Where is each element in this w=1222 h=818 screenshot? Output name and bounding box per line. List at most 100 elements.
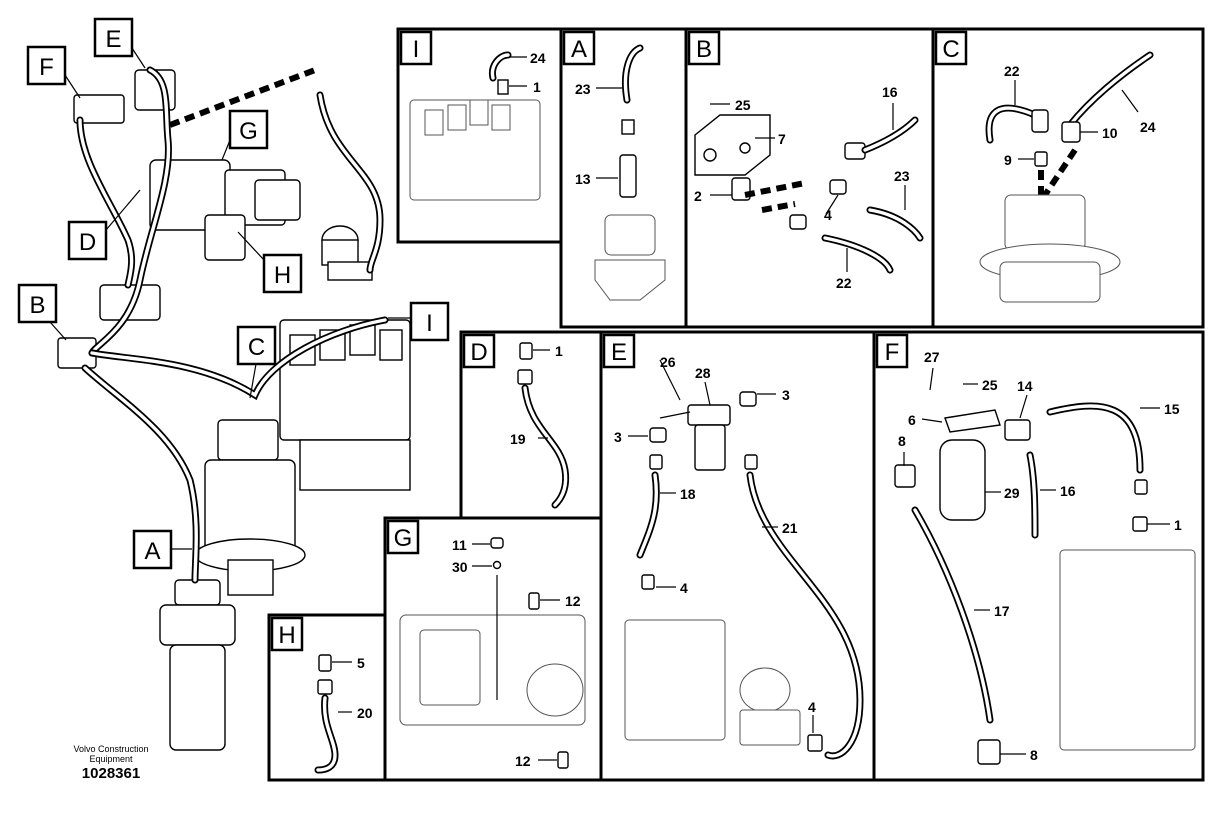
callout-b-7: 7 <box>778 131 786 147</box>
panel-f-frame <box>872 330 1205 782</box>
callout-g-12-upper: 12 <box>565 593 581 609</box>
callout-e-28: 28 <box>695 365 711 381</box>
callout-a-23: 23 <box>575 81 591 97</box>
overview-tag-b[interactable]: B <box>17 283 67 341</box>
valve-block-f <box>73 94 125 124</box>
overview-tag-f[interactable]: F <box>26 45 81 99</box>
callout-f-15: 15 <box>1164 401 1180 417</box>
callout-c-22: 22 <box>1004 63 1020 79</box>
panel-a: A 23 13 <box>562 30 666 301</box>
panel-f: F 27 25 14 15 6 8 29 <box>875 333 1196 765</box>
svg-text:D: D <box>470 339 487 366</box>
callout-b-2: 2 <box>694 188 702 204</box>
hydraulic-pump <box>99 159 301 321</box>
panel-i-tag: I <box>399 30 433 66</box>
callout-f-14: 14 <box>1017 378 1033 394</box>
svg-text:G: G <box>394 525 413 552</box>
overview-illustration <box>57 66 411 751</box>
svg-text:B: B <box>696 36 712 63</box>
callout-f-6: 6 <box>908 412 916 428</box>
overview-tag-a[interactable]: A <box>132 529 192 570</box>
callout-c-10: 10 <box>1102 125 1118 141</box>
panel-e: E 26 28 3 3 18 21 4 <box>602 333 864 760</box>
overview-tag-g[interactable]: G <box>221 109 269 161</box>
callout-e-4-upper: 4 <box>680 580 688 596</box>
callout-f-8-upper: 8 <box>898 433 906 449</box>
callout-e-4-lower: 4 <box>808 699 816 715</box>
callout-e-26: 26 <box>660 354 676 370</box>
callout-f-17: 17 <box>994 603 1010 619</box>
panel-h: H 5 20 <box>270 616 373 774</box>
callout-g-11: 11 <box>452 537 467 553</box>
callout-g-12-lower: 12 <box>515 753 531 769</box>
swivel-joint <box>159 579 236 751</box>
footer-block: Volvo Construction Equipment 1028361 <box>52 744 170 784</box>
callout-d-1: 1 <box>555 343 563 359</box>
accumulator <box>321 225 373 281</box>
callout-f-29: 29 <box>1004 485 1020 501</box>
callout-e-18: 18 <box>680 486 696 502</box>
panel-g: G 11 30 12 12 <box>386 519 586 769</box>
callout-i-24: 24 <box>530 50 546 66</box>
callout-i-1: 1 <box>533 79 541 95</box>
callout-b-16: 16 <box>882 84 898 100</box>
panel-i: I 24 1 <box>399 30 546 201</box>
panel-d: D 1 19 <box>462 333 570 509</box>
panel-h-tag: H <box>270 616 304 652</box>
svg-text:C: C <box>942 36 959 63</box>
callout-f-25: 25 <box>982 377 998 393</box>
panel-h-frame <box>267 613 387 782</box>
callout-h-5: 5 <box>357 655 365 671</box>
callout-c-24: 24 <box>1140 119 1156 135</box>
callout-f-1: 1 <box>1174 517 1182 533</box>
panel-b: B 25 7 16 2 23 4 22 <box>687 30 924 291</box>
company-name-line1: Volvo Construction <box>73 744 149 754</box>
panel-g-tag: G <box>386 519 420 555</box>
svg-text:B: B <box>29 292 45 319</box>
panel-d-tag: D <box>462 333 496 369</box>
callout-d-19: 19 <box>510 431 526 447</box>
svg-text:E: E <box>105 26 121 53</box>
svg-text:G: G <box>239 118 258 145</box>
panel-f-tag: F <box>875 333 909 369</box>
callout-g-30: 30 <box>452 559 468 575</box>
overview-tag-c[interactable]: C <box>236 325 277 399</box>
panel-e-tag: E <box>602 333 636 369</box>
company-name-line2: Equipment <box>89 754 133 764</box>
panel-c-tag: C <box>934 30 968 66</box>
svg-text:C: C <box>248 334 265 361</box>
callout-f-8-lower: 8 <box>1030 747 1038 763</box>
panel-c: C 22 24 10 9 <box>934 30 1156 303</box>
overview-tag-e[interactable]: E <box>93 17 146 69</box>
callout-e-3-left: 3 <box>614 429 622 445</box>
svg-text:E: E <box>611 339 627 366</box>
swing-motor <box>194 419 306 596</box>
svg-text:A: A <box>571 36 587 63</box>
panel-b-tag: B <box>687 30 721 66</box>
callout-a-13: 13 <box>575 171 591 187</box>
control-valve <box>279 319 411 491</box>
callout-b-22: 22 <box>836 275 852 291</box>
overview-tag-d[interactable]: D <box>67 189 141 261</box>
document-number: 1028361 <box>81 765 141 782</box>
panel-c-frame <box>931 27 1205 329</box>
svg-text:H: H <box>278 622 295 649</box>
callout-h-20: 20 <box>357 705 373 721</box>
svg-text:F: F <box>39 54 54 81</box>
callout-c-9: 9 <box>1004 152 1012 168</box>
svg-text:D: D <box>79 229 96 256</box>
callout-b-25: 25 <box>735 97 751 113</box>
callout-b-4: 4 <box>824 207 832 223</box>
callout-e-21: 21 <box>782 520 798 536</box>
callout-f-27: 27 <box>924 349 940 365</box>
svg-text:F: F <box>885 339 900 366</box>
callout-f-16: 16 <box>1060 483 1076 499</box>
panel-a-tag: A <box>562 30 596 66</box>
callout-b-23: 23 <box>894 168 910 184</box>
svg-text:I: I <box>426 310 433 337</box>
overview-tag-i[interactable]: I <box>388 301 450 342</box>
svg-text:H: H <box>274 262 291 289</box>
overview-tag-h[interactable]: H <box>237 231 303 294</box>
